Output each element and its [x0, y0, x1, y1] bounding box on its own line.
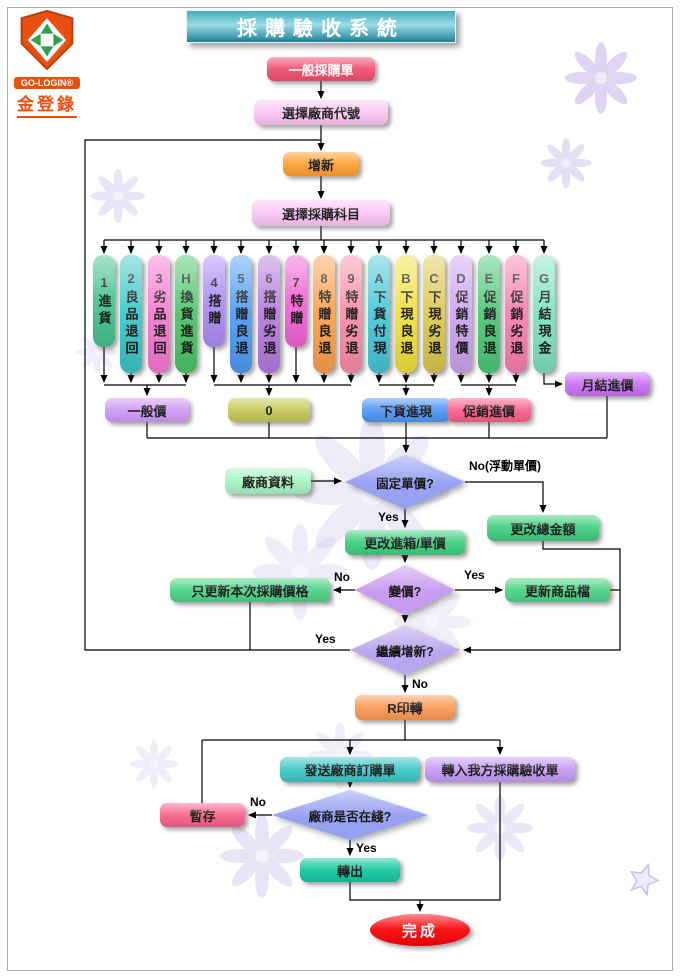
category-box-cash-on-delivery: A下貨付現: [368, 255, 390, 373]
label-continue-yes: Yes: [315, 632, 336, 646]
node-general-price: 一般價: [105, 398, 189, 422]
node-unload-cash-price: 下貨進現: [362, 398, 450, 422]
category-box-monthly-cash: G月結現金: [533, 255, 555, 373]
label-fixed-price-no: No(浮動單價): [469, 459, 541, 473]
node-vendor-info: 廠商資料: [225, 468, 311, 494]
category-box-cash-good-return: B下現良退: [395, 255, 417, 373]
category-box-bad-return: 3劣品退回: [148, 255, 170, 373]
category-box-good-return: 2良品退回: [120, 255, 142, 373]
node-transfer-to-our-receipt: 轉入我方採購驗收單: [425, 757, 575, 782]
category-box-special-gift: 7特贈: [285, 255, 307, 347]
star-decoration: [629, 862, 660, 897]
node-select-vendor-code: 選擇廠商代號: [254, 100, 388, 125]
logo-brand-chinese: 金登錄: [17, 90, 77, 118]
node-zero-price: 0: [228, 398, 310, 422]
node-general-purchase-order: 一般採購單: [267, 57, 375, 81]
category-box-bundle-gift: 4搭贈: [203, 255, 225, 347]
node-done: 完成: [370, 914, 470, 946]
decision-continue-adding: 繼續增新?: [350, 625, 460, 675]
node-change-unit-price: 更改進箱/單價: [345, 530, 465, 555]
label-fixed-price-yes: Yes: [378, 510, 399, 524]
node-print-transfer: R印轉: [355, 695, 455, 720]
page-title: 採購驗收系統: [186, 10, 456, 43]
label-online-yes: Yes: [356, 841, 377, 855]
category-box-exchange-receive: H換貨進貨: [175, 255, 197, 373]
label-reprice-no: No: [334, 570, 350, 584]
category-box-bundle-good-return: 5搭贈良退: [230, 255, 252, 373]
node-export: 轉出: [300, 858, 400, 882]
label-continue-no: No: [412, 677, 428, 691]
label-online-no: No: [250, 795, 266, 809]
category-box-bundle-bad-return: 6搭贈劣退: [258, 255, 280, 373]
node-add-new: 增新: [283, 152, 359, 176]
node-hold-temporarily: 暫存: [160, 803, 245, 827]
category-box-receive: 1進貨: [93, 255, 115, 347]
category-box-cash-bad-return: C下現劣退: [423, 255, 445, 373]
decision-vendor-online: 廠商是否在綫?: [272, 790, 428, 840]
logo-brand-text: GO-LOGIN®: [14, 77, 80, 89]
category-box-special-bad-return: 9特贈劣退: [340, 255, 362, 373]
company-logo: GO-LOGIN® 金登錄: [10, 9, 84, 118]
category-box-promo-special: D促銷特價: [450, 255, 472, 373]
node-send-vendor-order: 發送廠商訂購單: [280, 757, 420, 782]
node-monthly-cost: 月結進價: [565, 372, 650, 396]
category-box-promo-good-return: E促銷良退: [478, 255, 500, 373]
node-update-product-file: 更新商品檔: [505, 578, 610, 602]
category-box-promo-bad-return: F促銷劣退: [505, 255, 527, 373]
logo-shield-icon: [20, 9, 74, 71]
node-select-purchase-subject: 選擇採購科目: [252, 200, 390, 226]
label-reprice-yes: Yes: [464, 568, 485, 582]
node-update-this-purchase-only: 只更新本次採購價格: [170, 578, 330, 602]
category-box-special-good-return: 8特贈良退: [313, 255, 335, 373]
decision-fixed-price: 固定單價?: [345, 455, 465, 509]
decision-reprice: 變價?: [355, 565, 455, 615]
node-promo-cost: 促銷進價: [447, 398, 531, 422]
node-change-total-amount: 更改總金額: [487, 515, 599, 541]
